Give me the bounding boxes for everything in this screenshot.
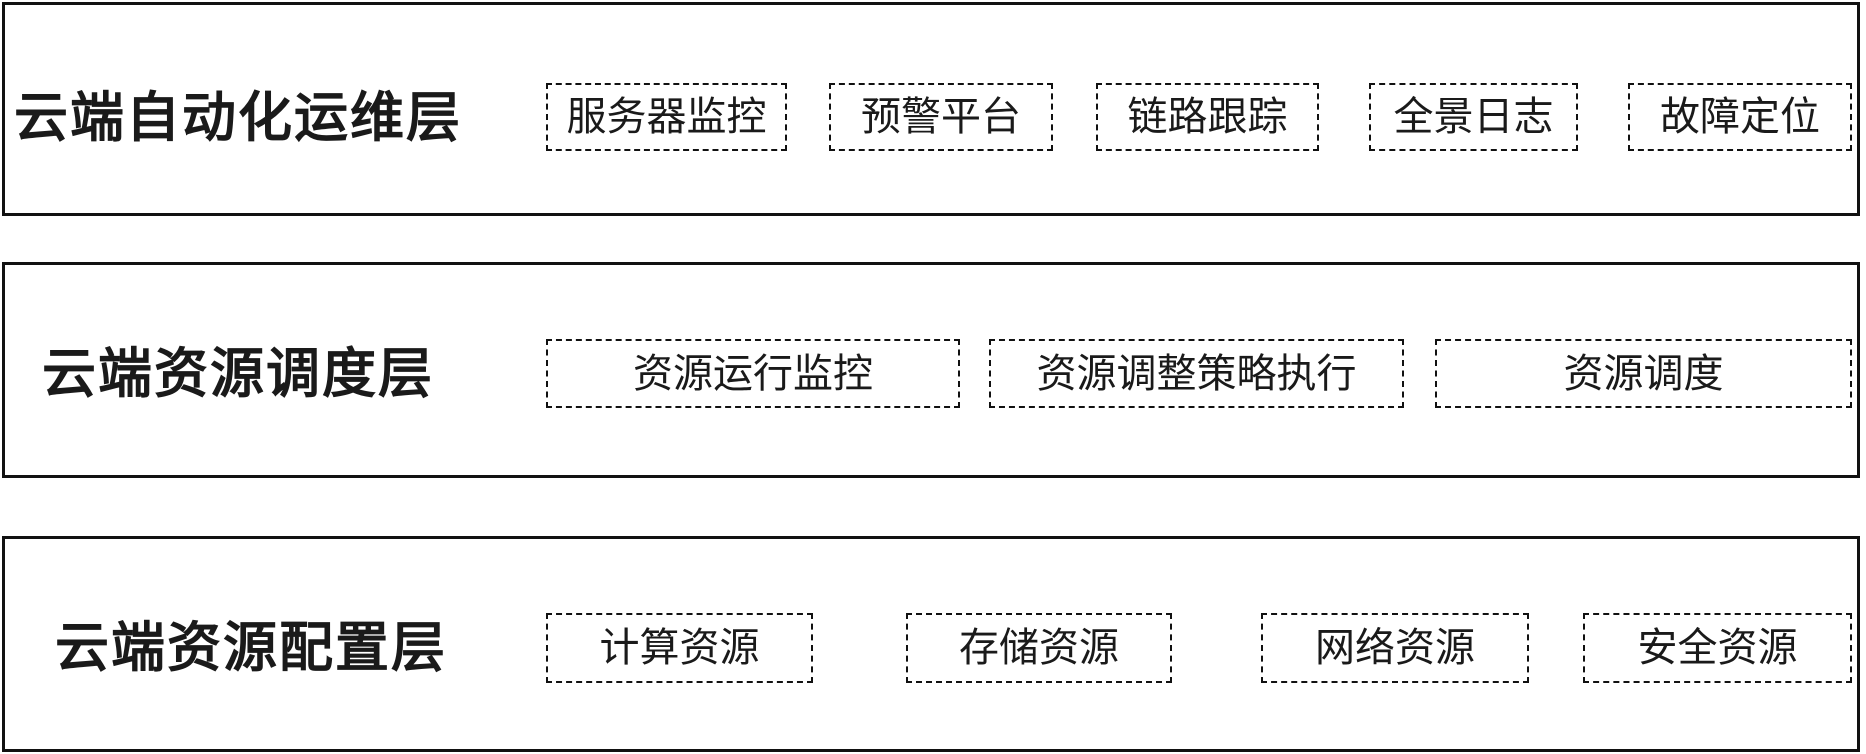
component-box: 计算资源 bbox=[546, 613, 813, 683]
component-box: 链路跟踪 bbox=[1096, 83, 1319, 151]
component-box: 资源运行监控 bbox=[546, 339, 960, 408]
component-box: 资源调度 bbox=[1435, 339, 1852, 408]
layer-title: 云端自动化运维层 bbox=[14, 85, 462, 149]
component-box: 预警平台 bbox=[829, 83, 1053, 151]
component-box: 故障定位 bbox=[1628, 83, 1852, 151]
component-box: 网络资源 bbox=[1261, 613, 1529, 683]
component-box: 服务器监控 bbox=[546, 83, 787, 151]
layer-automation-ops bbox=[2, 2, 1860, 216]
component-box: 存储资源 bbox=[906, 613, 1172, 683]
layer-resource-scheduling bbox=[2, 262, 1860, 478]
component-box: 全景日志 bbox=[1369, 83, 1578, 151]
component-box: 资源调整策略执行 bbox=[989, 339, 1404, 408]
layer-resource-configuration bbox=[2, 536, 1860, 752]
layer-title: 云端资源调度层 bbox=[42, 341, 434, 405]
component-box: 安全资源 bbox=[1583, 613, 1852, 683]
layer-title: 云端资源配置层 bbox=[55, 615, 447, 679]
